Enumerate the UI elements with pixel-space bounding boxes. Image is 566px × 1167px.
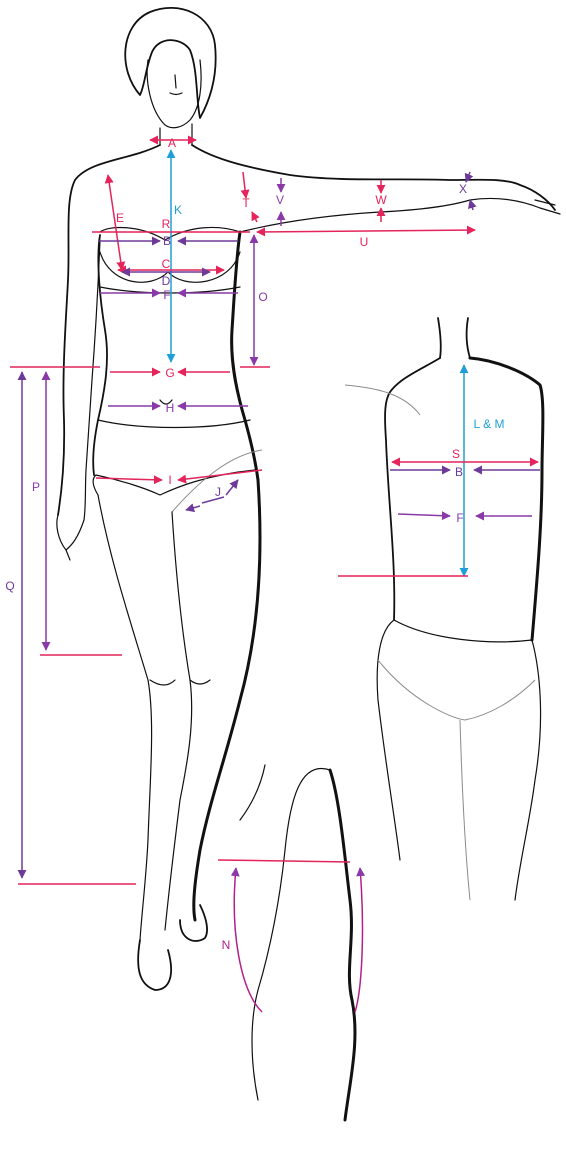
leg-detail — [240, 765, 355, 1120]
measure-i — [96, 478, 162, 480]
measure-n2 — [355, 868, 362, 1012]
label-k: K — [174, 204, 182, 216]
label-r: R — [162, 218, 171, 230]
label-a: A — [168, 137, 176, 149]
back-figure — [345, 318, 543, 900]
label-c: C — [162, 258, 171, 270]
measure-f-back — [398, 514, 450, 516]
label-n: N — [222, 939, 231, 951]
label-b-back: B — [455, 466, 463, 478]
measure-t2 — [252, 212, 257, 222]
label-s: S — [452, 448, 460, 460]
label-l-m: L & M — [474, 418, 505, 430]
label-d: D — [162, 275, 171, 287]
label-f: F — [163, 289, 170, 301]
label-g: G — [165, 367, 174, 379]
label-j: J — [215, 486, 221, 498]
measure-x2 — [470, 200, 473, 210]
measurements — [10, 140, 540, 1012]
label-f-back: F — [456, 512, 463, 524]
label-i: I — [168, 474, 171, 486]
label-q: Q — [5, 580, 14, 592]
label-x: X — [459, 183, 467, 195]
label-v: V — [276, 194, 284, 206]
label-p: P — [32, 481, 40, 493]
label-u: U — [360, 236, 369, 248]
label-b: B — [163, 235, 171, 247]
label-h: H — [166, 402, 175, 414]
label-w: W — [375, 194, 386, 206]
label-o: O — [258, 291, 267, 303]
measure-t — [243, 172, 246, 198]
front-figure — [57, 8, 560, 990]
label-t: T — [242, 197, 249, 209]
label-e: E — [116, 212, 124, 224]
measure-i2 — [178, 470, 262, 480]
measure-u — [257, 230, 475, 232]
